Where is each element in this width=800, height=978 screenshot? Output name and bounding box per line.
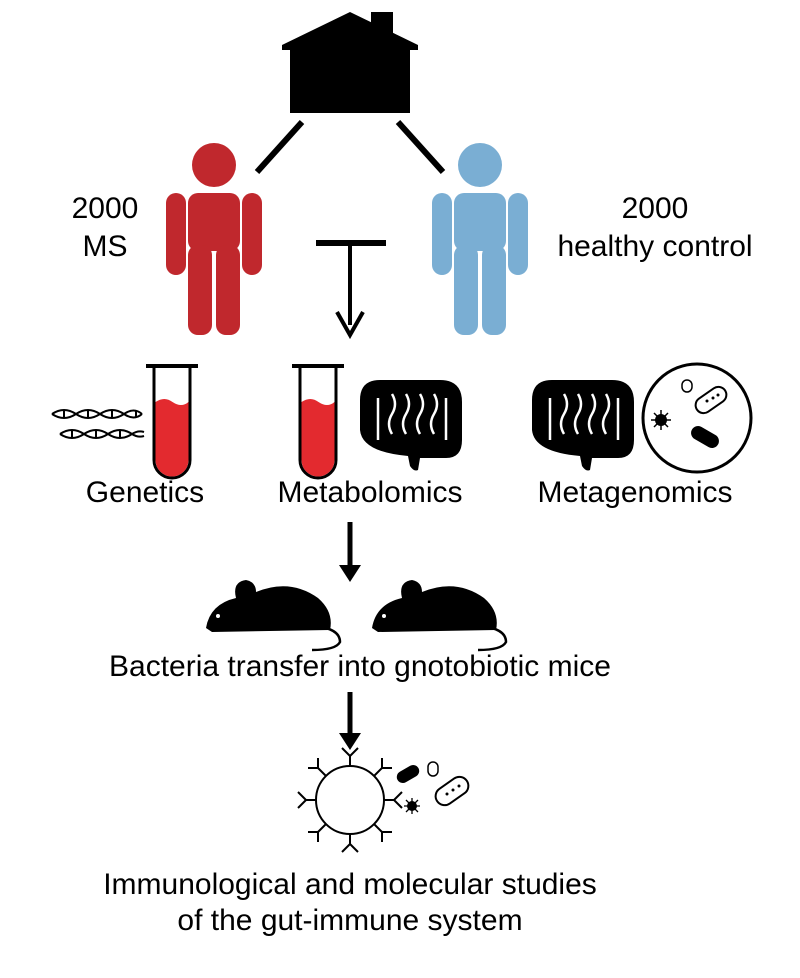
bacteria-cluster-icon [396,761,470,814]
arrow-down-1 [339,522,361,582]
test-tube-icon-genetics [146,364,198,480]
control-label: healthy control [557,230,753,263]
person-icon-ms [166,143,262,335]
merge-arrow [316,240,386,340]
intestine-icon-metabolomics [360,380,462,471]
ms-label: MS [82,230,128,263]
ms-count: 2000 [71,192,139,225]
studies-step-line1: Immunological and molecular studies [103,868,597,901]
antibody-icon [297,747,403,853]
transfer-step-label: Bacteria transfer into gnotobiotic mice [109,650,611,683]
metagenomics-label: Metagenomics [537,476,733,509]
arrow-down-2 [339,692,361,750]
connector-line-control [395,119,446,175]
person-icon-control [432,143,528,335]
mouse-icon-1 [206,580,342,652]
metabolomics-label: Metabolomics [277,476,463,509]
intestine-icon-metagenomics [532,380,634,471]
connector-line-ms [254,119,305,175]
control-count: 2000 [621,192,689,225]
house-icon [282,12,418,113]
studies-step-line2: of the gut-immune system [177,904,523,937]
test-tube-icon-metabolomics [292,364,344,480]
dna-icon [51,409,145,439]
genetics-label: Genetics [85,476,205,509]
mouse-icon-2 [372,580,508,652]
bacteria-icon [641,362,753,474]
